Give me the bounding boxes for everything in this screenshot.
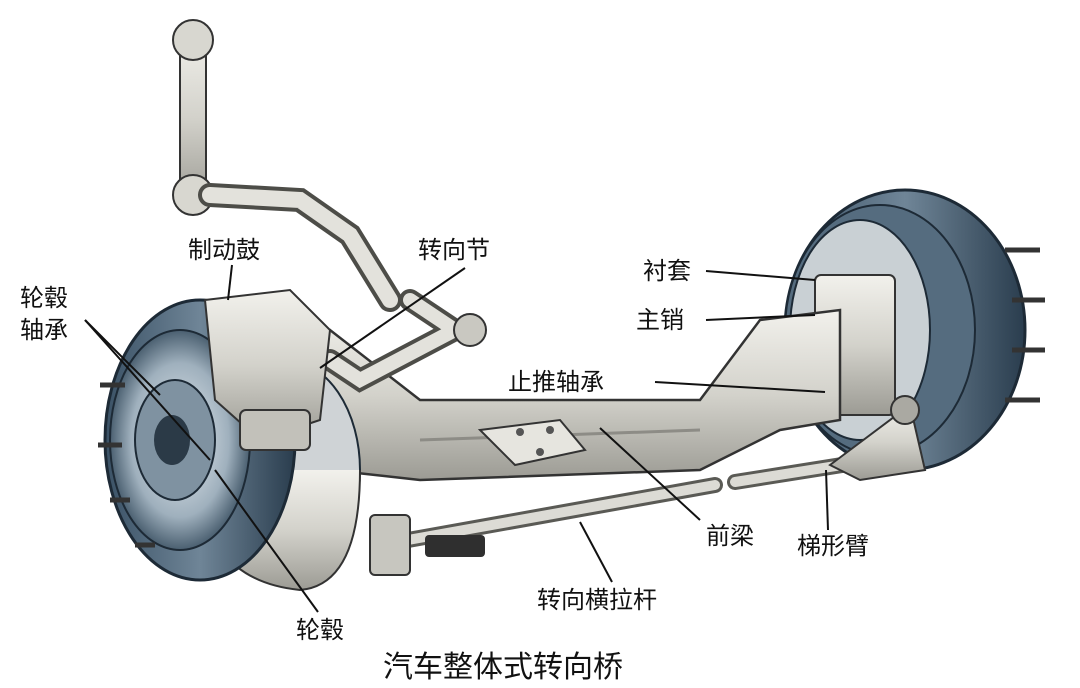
front-beam-label: 前梁 [706,522,754,550]
hub-bearing-label-line2: 轴承 [20,316,68,344]
hub-bearing-label-line1: 轮毂 [20,284,68,312]
steering-linkage [172,19,487,393]
steering-knuckle-label: 转向节 [418,236,490,264]
bushing-label: 衬套 [643,257,691,285]
kingpin-label: 主销 [636,306,684,334]
wheel-hub-label: 轮毂 [296,616,344,644]
leader-lines [84,264,829,613]
thrust-bearing-label: 止推轴承 [508,368,604,396]
diagram-title: 汽车整体式转向桥 [383,650,623,685]
brake-drum-label: 制动鼓 [188,236,260,264]
left-brake-drum [98,288,361,592]
tie-rod-label: 转向横拉杆 [537,586,657,614]
trapezoid-arm [828,395,927,482]
trapezoid-arm-label: 梯形臂 [797,532,869,560]
